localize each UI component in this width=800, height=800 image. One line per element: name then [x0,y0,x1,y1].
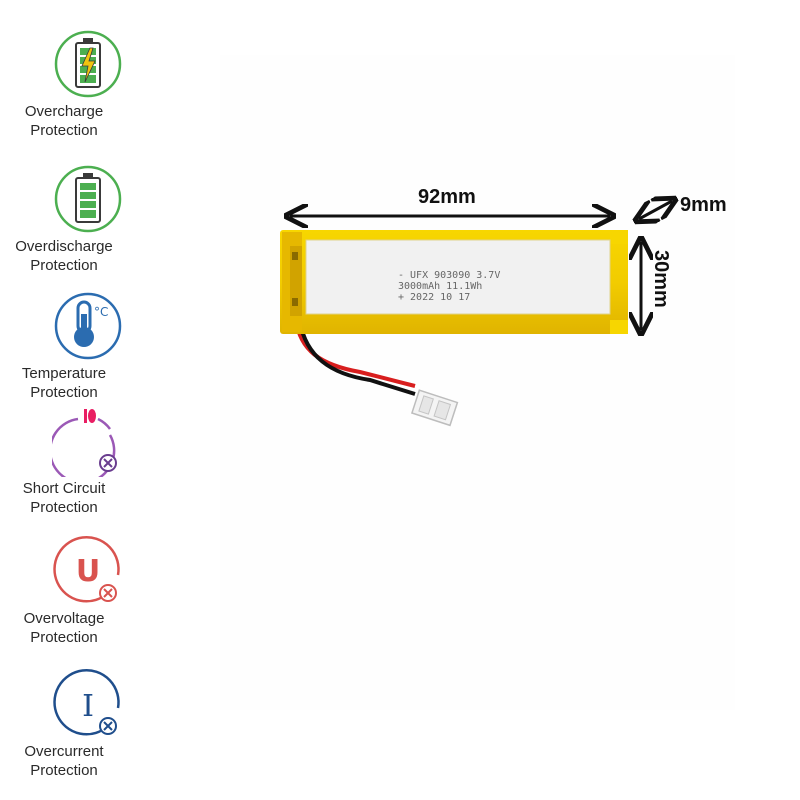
svg-text:U: U [76,554,100,589]
feature-overdischarge: Overdischarge Protection [0,163,180,283]
feature-overvoltage: U Overvoltage Protection [0,535,180,655]
feature-short-circuit: Short Circuit Protection [0,405,180,525]
feature-temperature: °C Temperature Protection [0,290,180,410]
thickness-arrow [639,201,672,219]
svg-text:I: I [82,689,94,724]
cell-printed-label: - UFX 903090 3.7V 3000mAh 11.1Wh + 2022 … [398,270,501,303]
short-circuit-icon [52,409,117,477]
thermometer-icon: °C [54,292,122,360]
feature-label: Overvoltage Protection [23,610,105,646]
feature-overcharge: Overcharge Protection [0,28,180,148]
feature-label: Overcurrent Protection [24,743,104,779]
feature-label: Temperature Protection [21,365,107,401]
feature-label: Overdischarge Protection [15,238,113,274]
product-image-area [220,55,735,710]
voltage-u-icon: U [53,536,120,603]
thickness-dimension-label: 9mm [680,194,727,216]
battery-charging-icon [54,30,122,98]
width-dimension-label: 30mm [650,250,672,308]
current-i-icon: I [53,669,120,736]
celsius-unit: °C [94,305,108,319]
feature-label: Overcharge Protection [24,103,104,139]
battery-connector [410,389,459,427]
length-dimension-label: 92mm [418,186,476,208]
protection-feature-list: Overcharge Protection Overdischarge Prot… [0,0,180,800]
battery-full-icon [54,165,122,233]
feature-overcurrent: I Overcurrent Protection [0,668,180,788]
battery-cell [280,230,628,334]
feature-label: Short Circuit Protection [22,480,106,516]
